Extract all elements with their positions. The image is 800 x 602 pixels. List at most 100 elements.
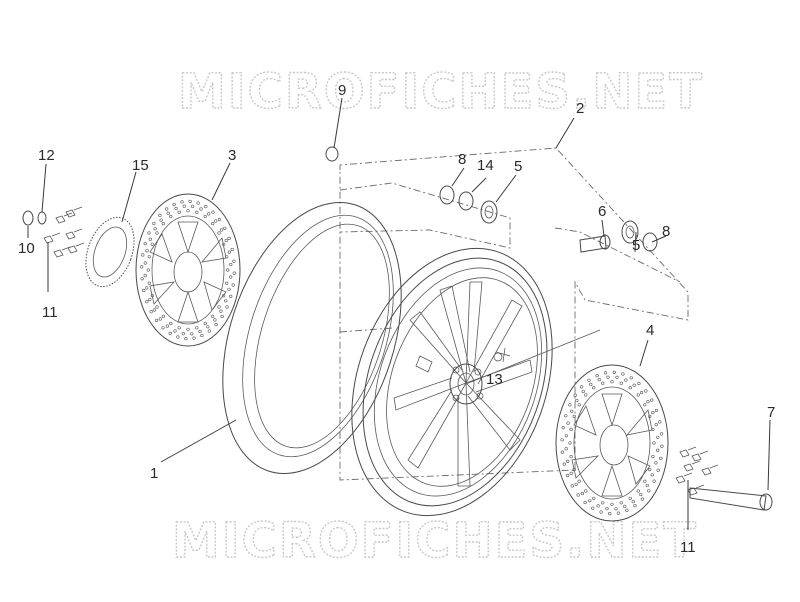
disc-hole: [583, 500, 587, 505]
disc-hole: [227, 250, 231, 254]
disc-hole: [214, 323, 218, 327]
disc-hole: [184, 337, 188, 341]
disc-hole: [566, 421, 570, 425]
callout-11a: 11: [42, 304, 58, 321]
disc-hole: [150, 294, 154, 298]
callout-11b: 11: [680, 539, 696, 556]
disc-hole: [149, 310, 153, 314]
disc-hole: [195, 210, 199, 214]
disc-hole: [217, 231, 221, 235]
disc-hole: [225, 281, 229, 285]
disc-hole: [222, 242, 226, 246]
disc-hole: [227, 287, 231, 291]
disc-hole: [639, 492, 643, 497]
disc-hole: [654, 408, 659, 413]
disc-hole: [147, 231, 151, 235]
disc-hole: [659, 456, 663, 461]
disc-hole: [610, 380, 614, 384]
disc-hole: [628, 386, 632, 390]
disc-hole: [621, 372, 625, 376]
disc-hole: [601, 501, 605, 505]
disc-hole: [581, 389, 585, 394]
disc-hole: [141, 253, 145, 257]
disc-hole: [564, 434, 568, 438]
disc-hole: [188, 199, 192, 203]
disc-hole: [629, 376, 633, 380]
disc-hole: [161, 314, 165, 319]
callout-12: 12: [38, 147, 55, 164]
disc-hole: [570, 484, 574, 488]
disc-hole: [658, 420, 662, 424]
disc-hole: [648, 414, 652, 419]
disc-hole: [569, 455, 573, 459]
callout-8a: 8: [458, 151, 466, 168]
disc-hole: [229, 275, 233, 279]
hub: [449, 329, 601, 405]
disc-hole: [636, 393, 640, 397]
disc-hole: [651, 455, 655, 459]
disc-hole: [223, 226, 227, 230]
disc-hole: [195, 326, 199, 330]
disc-hole: [564, 414, 568, 418]
disc-hole: [150, 242, 154, 246]
disc-hole: [168, 331, 172, 336]
callout-13: 13: [486, 371, 503, 388]
disc-hole: [575, 398, 579, 403]
disc-hole: [199, 207, 203, 211]
disc-hole: [143, 242, 147, 246]
disc-hole: [161, 326, 165, 330]
disc-hole: [182, 204, 186, 208]
disc-hole: [148, 297, 152, 302]
disc-hole: [579, 385, 584, 389]
rim: [351, 247, 601, 517]
disc-hole: [562, 462, 566, 466]
disc-hole: [165, 324, 169, 328]
disc-hole: [206, 325, 210, 329]
callout-8b: 8: [662, 223, 670, 240]
disc-hole: [628, 496, 632, 500]
disc-hole: [145, 249, 149, 253]
callout-15: 15: [132, 157, 149, 174]
disc-hole: [225, 255, 229, 259]
disc-hole: [648, 468, 652, 472]
axle: [689, 487, 773, 511]
disc-hole: [173, 329, 177, 333]
callout-10: 10: [18, 240, 35, 257]
disc-hole: [646, 400, 650, 404]
disc-hole: [229, 262, 233, 267]
disc-hole: [651, 427, 655, 432]
callout-2: 2: [576, 100, 584, 117]
disc-hole: [592, 386, 596, 390]
callout-3: 3: [228, 147, 236, 164]
disc-hole: [603, 371, 608, 375]
disc-hole: [650, 398, 654, 402]
disc-hole: [595, 374, 599, 378]
disc-hole: [227, 236, 231, 240]
disc-hole: [147, 255, 151, 259]
disc-hole: [616, 511, 621, 515]
disc-hole: [213, 318, 217, 322]
disc-hole: [656, 435, 660, 439]
disc-hole: [190, 332, 194, 336]
washer-12: [37, 211, 47, 225]
callout-14: 14: [477, 157, 494, 174]
disc-hole: [230, 247, 234, 252]
disc-hole: [152, 308, 156, 312]
tire: [222, 201, 402, 475]
disc-hole: [143, 273, 147, 278]
disc-hole: [580, 491, 585, 496]
disc-hole: [632, 383, 636, 387]
disc-hole: [155, 318, 159, 323]
disc-hole: [573, 393, 577, 397]
callout-6: 6: [598, 203, 606, 220]
disc-hole: [211, 314, 215, 319]
disc-hole: [568, 441, 572, 445]
disc-hole: [619, 381, 623, 385]
disc-hole: [152, 221, 156, 226]
disc-hole: [650, 473, 654, 477]
spacer-9: [325, 146, 339, 162]
disc-hole: [176, 335, 180, 339]
disc-hole: [589, 382, 593, 387]
disc-hole: [625, 508, 629, 513]
